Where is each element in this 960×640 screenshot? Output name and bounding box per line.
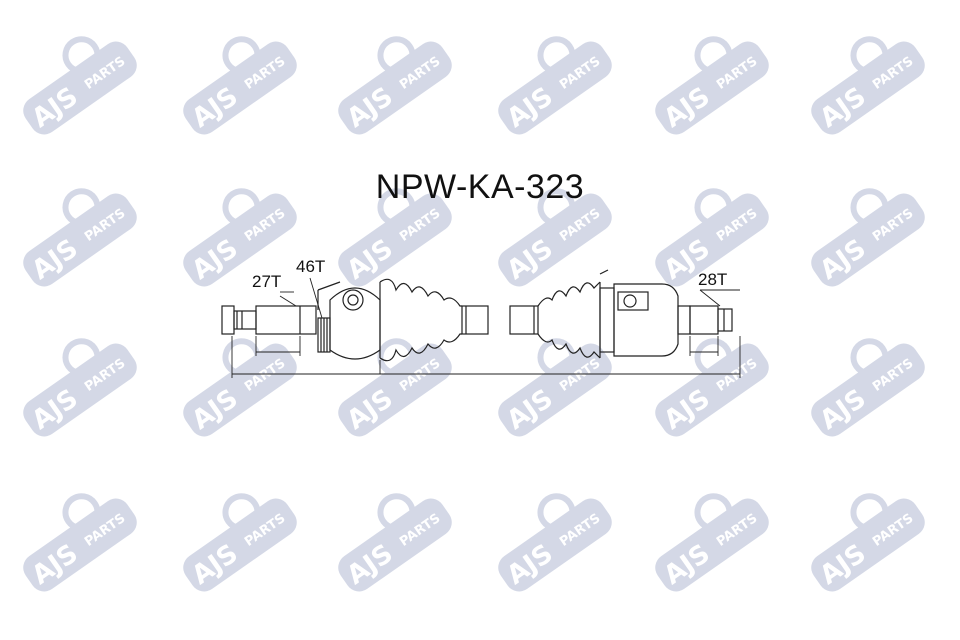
part-number-title: NPW-KA-323 xyxy=(375,168,585,206)
inner-boot xyxy=(537,281,601,359)
inner-cv-joint xyxy=(599,269,679,357)
shaft-right xyxy=(509,305,539,335)
leader-lines xyxy=(279,277,740,319)
outer-stub-shaft xyxy=(221,305,317,335)
inner-stub-shaft xyxy=(677,305,733,335)
inner-shaft-spline-label: 28T xyxy=(698,270,728,289)
dimension-lines xyxy=(231,336,741,378)
abs-ring-teeth-label: 46T xyxy=(296,257,326,276)
abs-ring xyxy=(317,317,331,353)
outer-boot xyxy=(379,278,462,362)
outer-shaft-spline-label: 27T xyxy=(252,272,282,291)
shaft-left xyxy=(461,305,489,335)
